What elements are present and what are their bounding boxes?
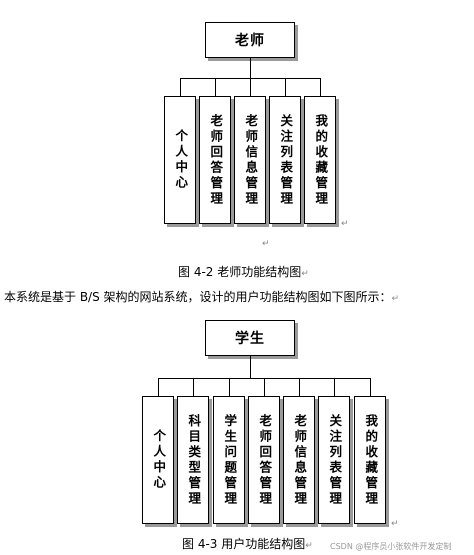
watermark: CSDN @程序员小张软件开发定制	[330, 542, 452, 551]
return-mark: ↵	[391, 519, 399, 529]
connector	[158, 378, 159, 396]
caption-teacher: 图 4-2 老师功能结构图↵	[178, 266, 309, 279]
return-mark: ↵	[301, 269, 309, 279]
connector	[250, 58, 251, 78]
child-node-label: 科目类型管理	[186, 413, 202, 507]
connector	[193, 378, 194, 396]
caption-student: 图 4-3 用户功能结构图↵	[182, 538, 313, 551]
root-node-student: 学生	[205, 320, 295, 356]
child-node: 老师信息管理	[283, 396, 315, 524]
child-node-label: 个人中心	[151, 429, 167, 491]
connector	[334, 378, 335, 396]
child-node-label: 老师信息管理	[292, 413, 308, 507]
return-mark: ↵	[341, 219, 349, 229]
child-node: 老师回答管理	[199, 96, 231, 224]
connector	[370, 378, 371, 396]
paragraph-text: 本系统是基于 B/S 架构的网站系统，设计的用户功能结构图如下图所示：	[4, 290, 392, 304]
connector	[320, 78, 321, 96]
child-node: 老师回答管理	[248, 396, 280, 524]
connector	[215, 78, 216, 96]
connector	[250, 78, 251, 96]
root-node-teacher: 老师	[205, 22, 295, 58]
child-node: 科目类型管理	[177, 396, 209, 524]
caption-text: 图 4-2 老师功能结构图	[178, 265, 302, 279]
child-node-label: 个人中心	[173, 129, 189, 191]
return-mark: ↵	[305, 541, 313, 551]
connector	[299, 378, 300, 396]
connector	[250, 356, 251, 378]
child-node-label: 关注列表管理	[327, 413, 343, 507]
connector	[180, 78, 181, 96]
root-node-label: 学生	[235, 331, 265, 347]
child-node: 学生问题管理	[213, 396, 245, 524]
connector	[264, 378, 265, 396]
child-node: 关注列表管理	[318, 396, 350, 524]
return-mark: ↵	[391, 294, 400, 304]
child-node-label: 我的收藏管理	[313, 113, 329, 207]
caption-text: 图 4-3 用户功能结构图	[182, 537, 306, 551]
child-node: 关注列表管理	[269, 96, 301, 224]
child-node-label: 关注列表管理	[278, 113, 294, 207]
child-node-label: 老师回答管理	[257, 413, 273, 507]
child-node-label: 学生问题管理	[222, 413, 238, 507]
child-node: 老师信息管理	[234, 96, 266, 224]
root-node-label: 老师	[235, 33, 265, 49]
child-node: 个人中心	[164, 96, 196, 224]
child-node-label: 老师回答管理	[208, 113, 224, 207]
connector	[229, 378, 230, 396]
child-node: 个人中心	[142, 396, 174, 524]
child-node-label: 老师信息管理	[243, 113, 259, 207]
child-node: 我的收藏管理	[354, 396, 386, 524]
child-node: 我的收藏管理	[304, 96, 336, 224]
return-mark: ↵	[262, 239, 270, 249]
child-node-label: 我的收藏管理	[363, 413, 379, 507]
body-paragraph: 本系统是基于 B/S 架构的网站系统，设计的用户功能结构图如下图所示：↵	[4, 291, 399, 304]
connector	[285, 78, 286, 96]
